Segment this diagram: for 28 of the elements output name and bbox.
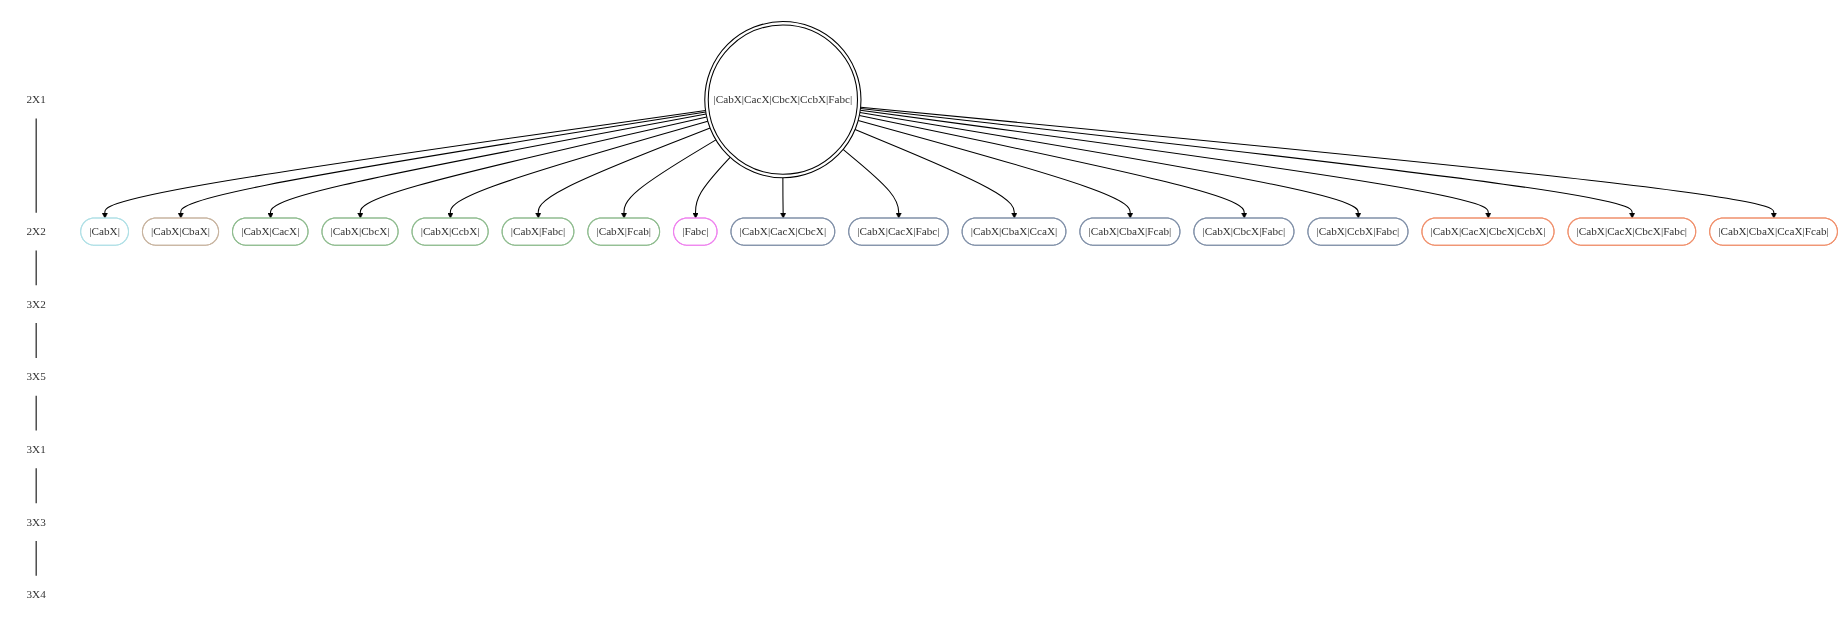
arrow [858,114,1248,219]
arrow [842,148,902,219]
node-text: 3X5 [26,370,46,383]
arrow [860,106,1777,219]
arrow [859,109,1492,219]
connector [35,395,37,432]
connector [35,249,37,286]
node-text: 2X2 [26,225,46,238]
connector [35,467,37,504]
arrow [447,120,709,219]
arrow [859,111,1362,219]
arrow [357,116,708,219]
connector [35,540,37,577]
arrow [857,119,1134,219]
arrow [620,139,717,219]
connector [35,117,37,214]
node-text: 3X3 [26,515,46,528]
arrow [535,127,711,219]
connector [35,322,37,359]
arrow [780,177,787,219]
arrow [267,113,707,219]
node-text: 2X1 [26,93,46,106]
node-text: 3X1 [26,443,46,455]
arrow [692,156,731,219]
node-text: 3X2 [26,297,46,310]
arrow [854,128,1018,219]
arrow [859,107,1636,219]
node-text: 3X4 [26,588,46,601]
